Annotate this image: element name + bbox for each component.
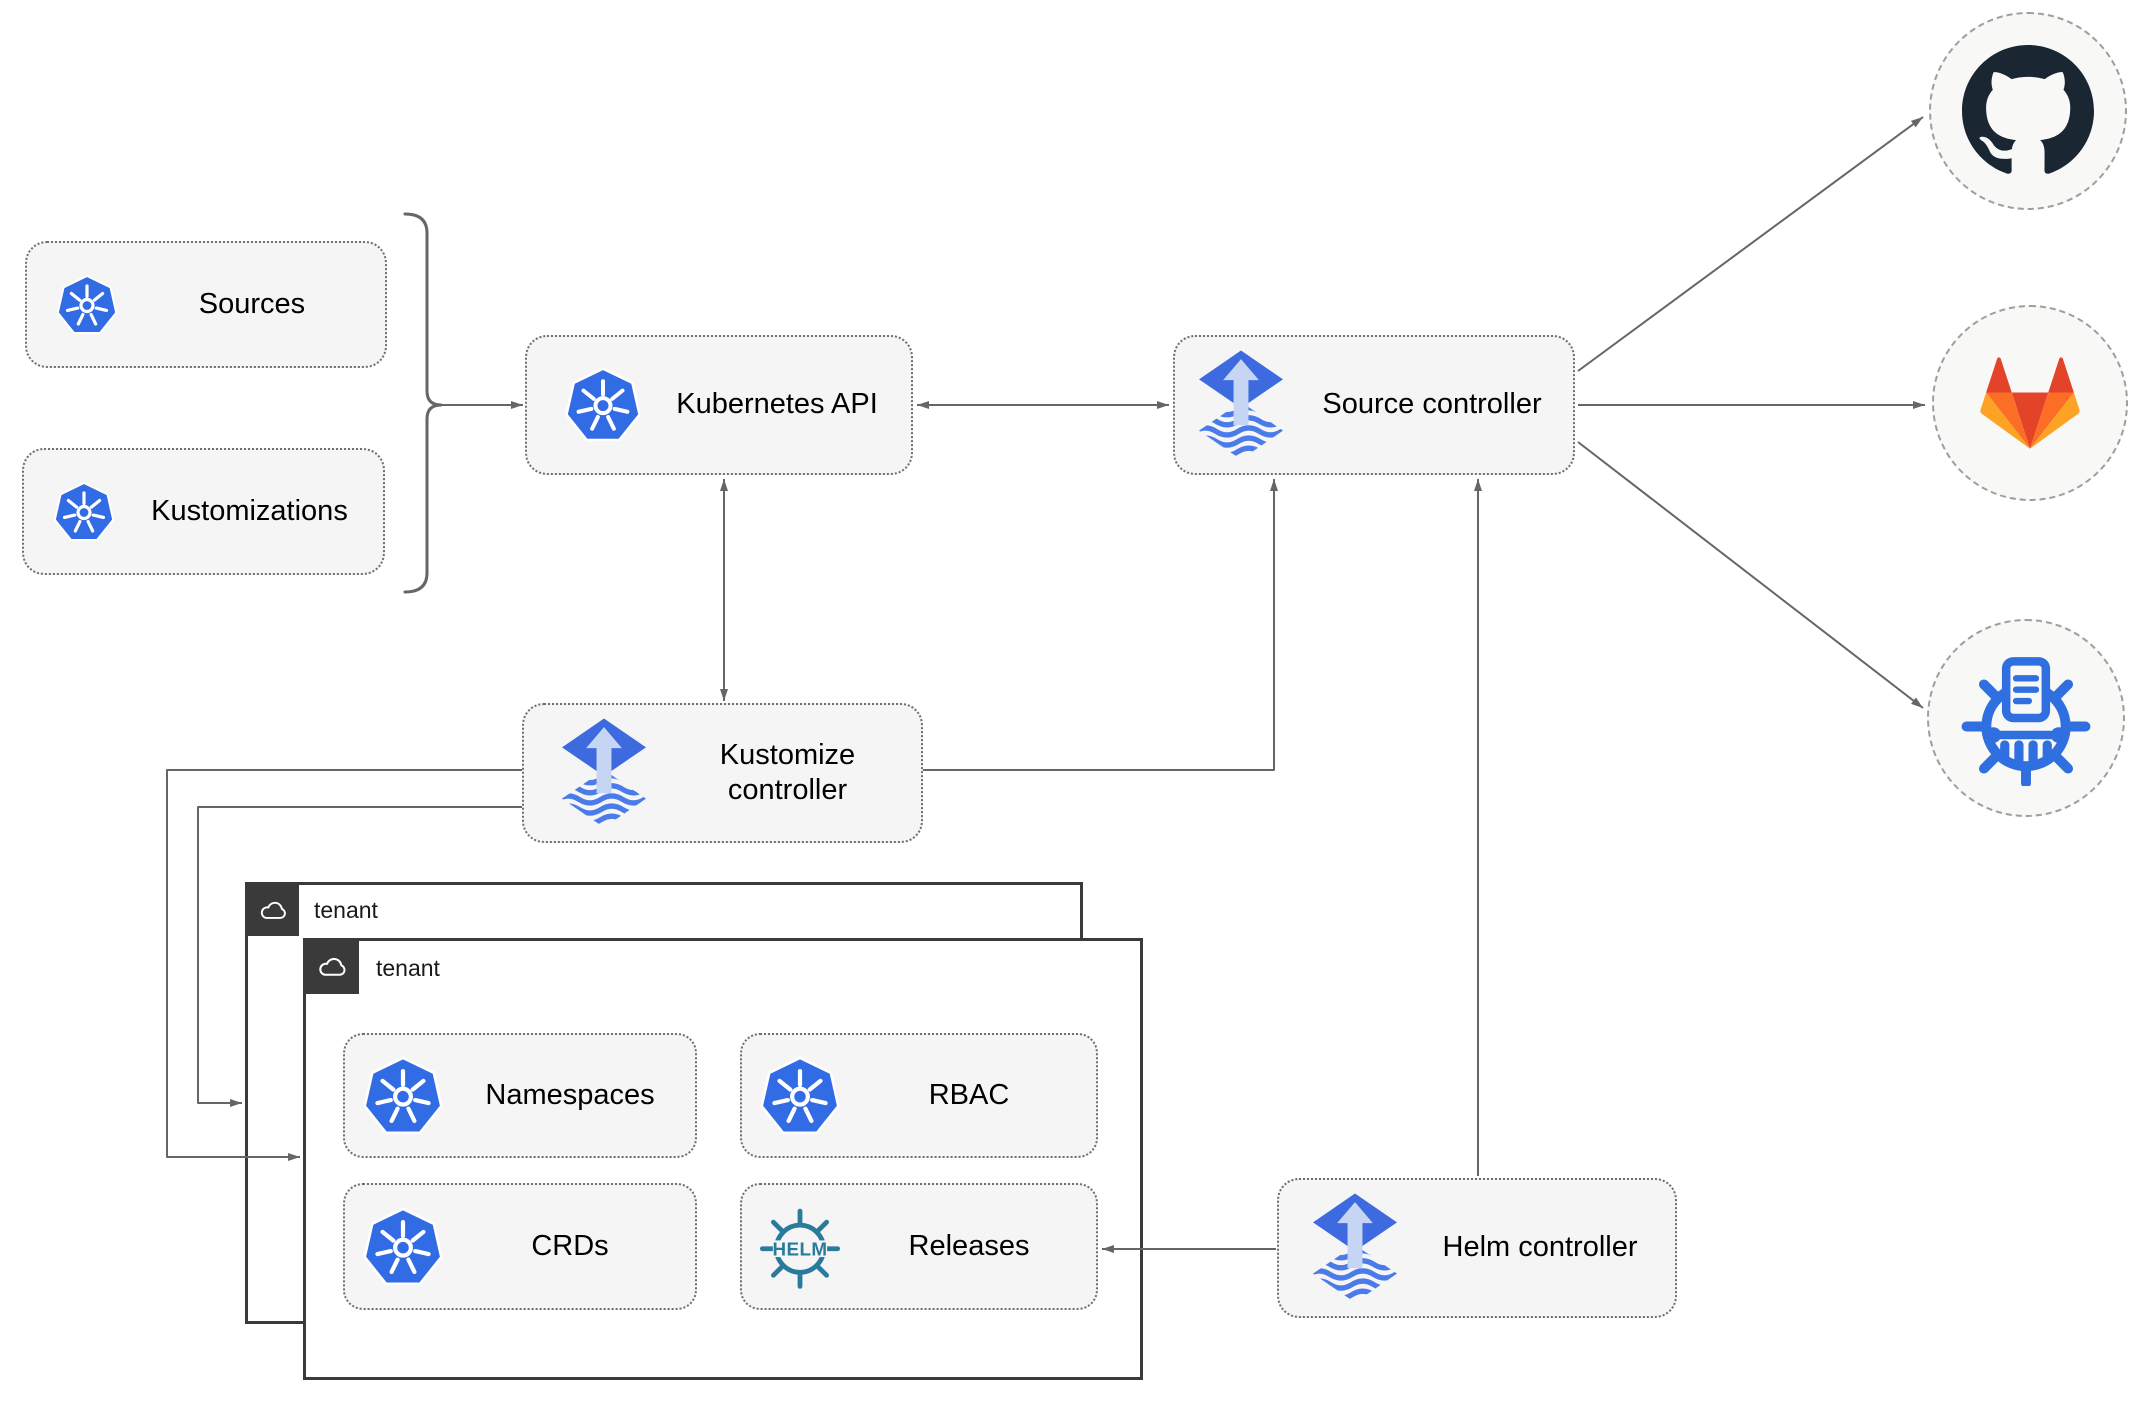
gitlab-icon: [1980, 357, 2080, 449]
kubernetes-icon: [52, 480, 116, 544]
edge-kustomize-to-source-controller: [923, 479, 1278, 771]
bracket-resources: [403, 212, 443, 594]
cloud-icon: [316, 956, 348, 978]
tenant-outer-label: tenant: [314, 897, 378, 923]
node-helm-controller: Helm controller: [1277, 1178, 1677, 1318]
node-kustomizations: Kustomizations: [22, 448, 385, 575]
github-icon: [1962, 45, 2094, 174]
kubernetes-icon: [361, 1205, 445, 1289]
node-rbac-label: RBAC: [928, 1078, 1010, 1111]
flux-icon: [1191, 349, 1291, 461]
bucket-node: [1927, 619, 2125, 817]
tenant-inner-header: [305, 940, 359, 994]
cloud-icon: [258, 900, 288, 921]
github-node: [1929, 12, 2127, 210]
node-rbac: RBAC: [740, 1033, 1098, 1158]
helm-icon-text: HELM: [772, 1238, 827, 1259]
node-kubernetes-api: Kubernetes API: [525, 335, 913, 475]
node-kustomizations-label: Kustomizations: [151, 494, 348, 527]
gitlab-node: [1932, 305, 2128, 501]
node-kustomize-controller-label: Kustomize controller: [719, 738, 856, 806]
node-crds-label: CRDs: [531, 1229, 609, 1262]
kubernetes-icon: [361, 1054, 445, 1138]
node-crds: CRDs: [343, 1183, 697, 1310]
node-source-controller-label: Source controller: [1322, 388, 1542, 421]
tenant-inner-label: tenant: [376, 955, 440, 981]
flux-icon: [554, 717, 654, 829]
node-namespaces: Namespaces: [343, 1033, 697, 1158]
kubernetes-icon: [55, 273, 119, 337]
node-releases-label: Releases: [908, 1229, 1030, 1262]
node-namespaces-label: Namespaces: [485, 1078, 655, 1111]
tenant-group-inner: tenant: [303, 938, 1143, 1380]
flux-icon: [1305, 1192, 1405, 1304]
kubernetes-icon: [758, 1054, 842, 1138]
tenant-outer-header: [247, 884, 299, 936]
bucket-repository-icon: [1961, 657, 2091, 786]
edge-source-to-github: [1577, 116, 1924, 372]
helm-icon: HELM: [758, 1205, 842, 1289]
edge-source-to-bucket: [1577, 441, 1924, 709]
node-source-controller: Source controller: [1173, 335, 1575, 475]
node-sources: Sources: [25, 241, 387, 368]
kubernetes-icon: [563, 365, 643, 445]
node-kubernetes-api-label: Kubernetes API: [676, 388, 878, 421]
node-releases: HELM Releases: [740, 1183, 1098, 1310]
node-helm-controller-label: Helm controller: [1442, 1231, 1638, 1264]
node-sources-label: Sources: [198, 287, 306, 320]
node-kustomize-controller: Kustomize controller: [522, 703, 923, 843]
